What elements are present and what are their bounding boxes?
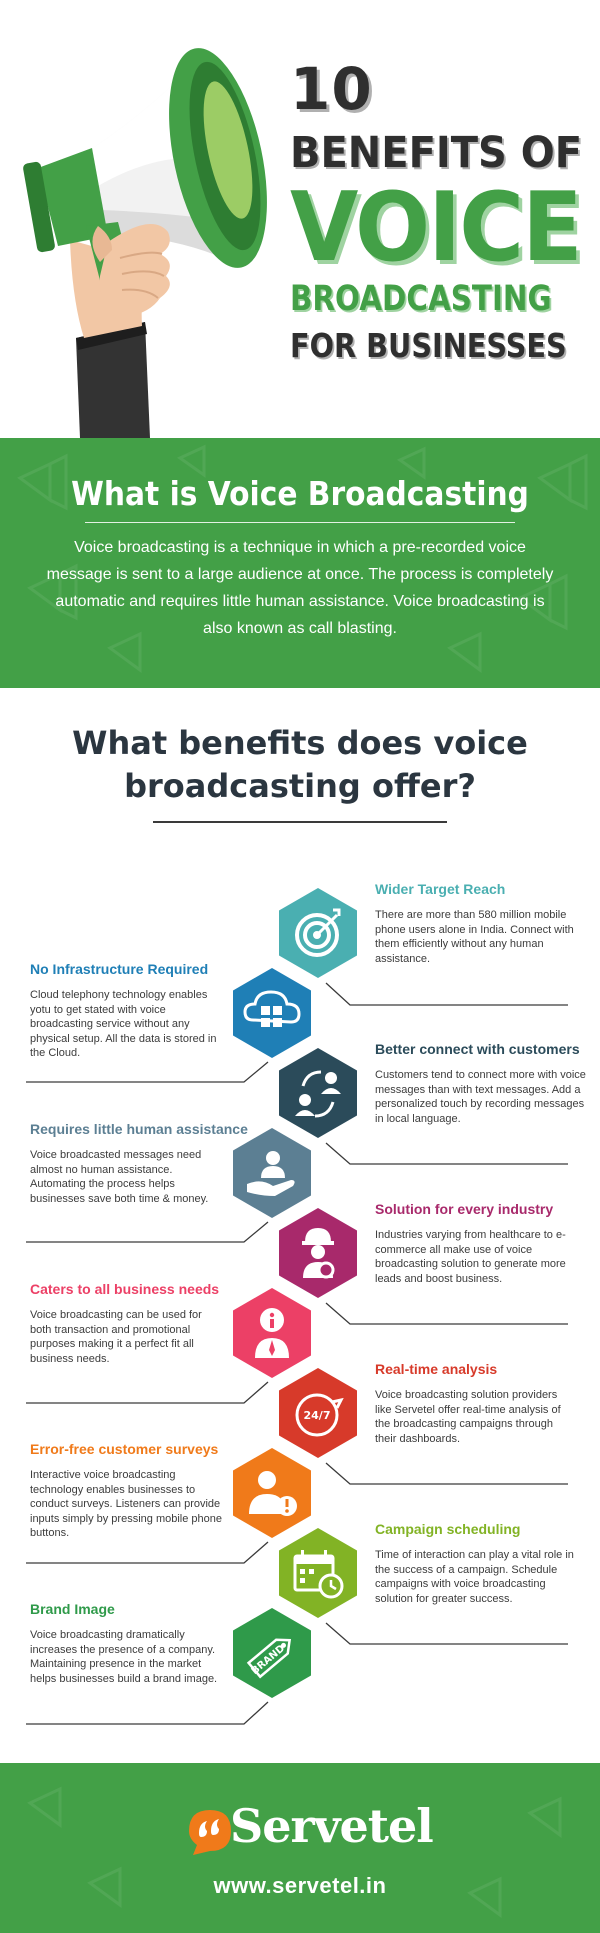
realtime-24-label: 24/7: [304, 1409, 331, 1422]
hero-title: 10 BENEFITS OF VOICE BROADCASTING FOR BU…: [290, 60, 600, 362]
servetel-logo-icon: [189, 1810, 231, 1855]
benefit-9-hexagon: [279, 1528, 357, 1618]
benefits-heading: What benefits does voice broadcasting of…: [0, 722, 600, 808]
connect-users-icon: [279, 1048, 357, 1138]
hero-section: 10 BENEFITS OF VOICE BROADCASTING FOR BU…: [0, 0, 600, 438]
benefit-8: Error-free customer surveys Interactive …: [30, 1440, 225, 1541]
benefit-8-title: Error-free customer surveys: [30, 1441, 219, 1457]
title-underline: [85, 522, 515, 523]
footer: Servetel www.servetel.in: [0, 1763, 600, 1933]
benefit-9-description: Time of interaction can play a vital rol…: [375, 1549, 574, 1605]
benefit-2-hexagon: [233, 968, 311, 1058]
benefit-2-title: No Infrastructure Required: [30, 961, 209, 977]
calendar-clock-icon: [279, 1528, 357, 1618]
benefit-5-title: Solution for every industry: [375, 1201, 554, 1217]
hero-title-for-businesses: FOR BUSINESSES: [290, 326, 567, 365]
benefit-7-description: Voice broadcasting solution providers li…: [375, 1389, 561, 1445]
benefit-6: Caters to all business needs Voice broad…: [30, 1280, 220, 1366]
benefit-3-hexagon: [279, 1048, 357, 1138]
hero-title-benefits-of: BENEFITS OF: [290, 128, 583, 178]
benefit-10-hexagon: BRAND: [233, 1608, 311, 1698]
benefit-10: Brand Image Voice broadcasting dramatica…: [30, 1600, 220, 1686]
hand-person-icon: [233, 1128, 311, 1218]
megaphone-pattern-background: [27, 1786, 562, 1918]
hero-title-voice: VOICE: [290, 173, 583, 283]
benefit-1-description: There are more than 580 million mobile p…: [375, 909, 574, 965]
benefit-9: Campaign scheduling Time of interaction …: [375, 1520, 575, 1606]
cloud-icon: [233, 968, 311, 1058]
megaphone-hand-illustration: [23, 48, 267, 438]
benefit-4-description: Voice broadcasted messages need almost n…: [30, 1149, 209, 1205]
benefit-6-title: Caters to all business needs: [30, 1281, 220, 1297]
benefit-7-title: Real-time analysis: [375, 1361, 498, 1377]
info-person-icon: [233, 1288, 311, 1378]
worker-gear-icon: [279, 1208, 357, 1298]
benefit-6-hexagon: [233, 1288, 311, 1378]
what-is-title: What is Voice Broadcasting: [71, 474, 529, 513]
benefit-4-title: Requires little human assistance: [30, 1121, 248, 1137]
servetel-logo-text: Servetel: [230, 1799, 434, 1853]
benefit-1: Wider Target Reach There are more than 5…: [375, 880, 585, 966]
benefit-2-description: Cloud telephony technology enables yotu …: [30, 989, 217, 1060]
benefits-heading-line-1: What benefits does voice: [72, 724, 528, 762]
person-alert-icon: [233, 1448, 311, 1538]
benefit-10-title: Brand Image: [30, 1601, 115, 1617]
benefit-8-hexagon: [233, 1448, 311, 1538]
brand-tag-icon: BRAND: [233, 1608, 311, 1698]
benefit-1-hexagon: [279, 888, 357, 978]
benefit-2: No Infrastructure Required Cloud telepho…: [30, 960, 225, 1061]
benefit-4: Requires little human assistance Voice b…: [30, 1120, 248, 1206]
hero-title-broadcasting: BROADCASTING: [290, 279, 552, 319]
benefits-heading-line-2: broadcasting offer?: [124, 767, 476, 805]
benefit-5: Solution for every industry Industries v…: [375, 1200, 580, 1286]
benefit-9-title: Campaign scheduling: [375, 1521, 521, 1537]
benefit-4-hexagon: [233, 1128, 311, 1218]
benefit-3: Better connect with customers Customers …: [375, 1040, 590, 1126]
benefit-5-hexagon: [279, 1208, 357, 1298]
target-icon: [279, 888, 357, 978]
megaphone-pattern-background: [17, 444, 588, 673]
benefit-3-title: Better connect with customers: [375, 1041, 580, 1057]
hero-title-number: 10: [290, 55, 373, 123]
benefit-1-title: Wider Target Reach: [375, 881, 506, 897]
benefit-7: Real-time analysis Voice broadcasting so…: [375, 1360, 570, 1446]
what-is-description: Voice broadcasting is a technique in whi…: [46, 539, 554, 637]
benefit-8-description: Interactive voice broadcasting technolog…: [30, 1469, 222, 1540]
benefit-7-hexagon: 24/7: [279, 1368, 357, 1458]
benefit-5-description: Industries varying from healthcare to e-…: [375, 1229, 566, 1285]
realtime-24-icon: 24/7: [279, 1368, 357, 1458]
what-is-section: What is Voice Broadcasting Voice broadca…: [0, 438, 600, 688]
benefit-3-description: Customers tend to connect more with voic…: [375, 1069, 586, 1125]
benefits-heading-underline: [153, 821, 447, 823]
website-url[interactable]: www.servetel.in: [213, 1873, 387, 1898]
benefit-6-description: Voice broadcasting can be used for both …: [30, 1309, 202, 1365]
benefit-10-description: Voice broadcasting dramatically increase…: [30, 1629, 218, 1685]
